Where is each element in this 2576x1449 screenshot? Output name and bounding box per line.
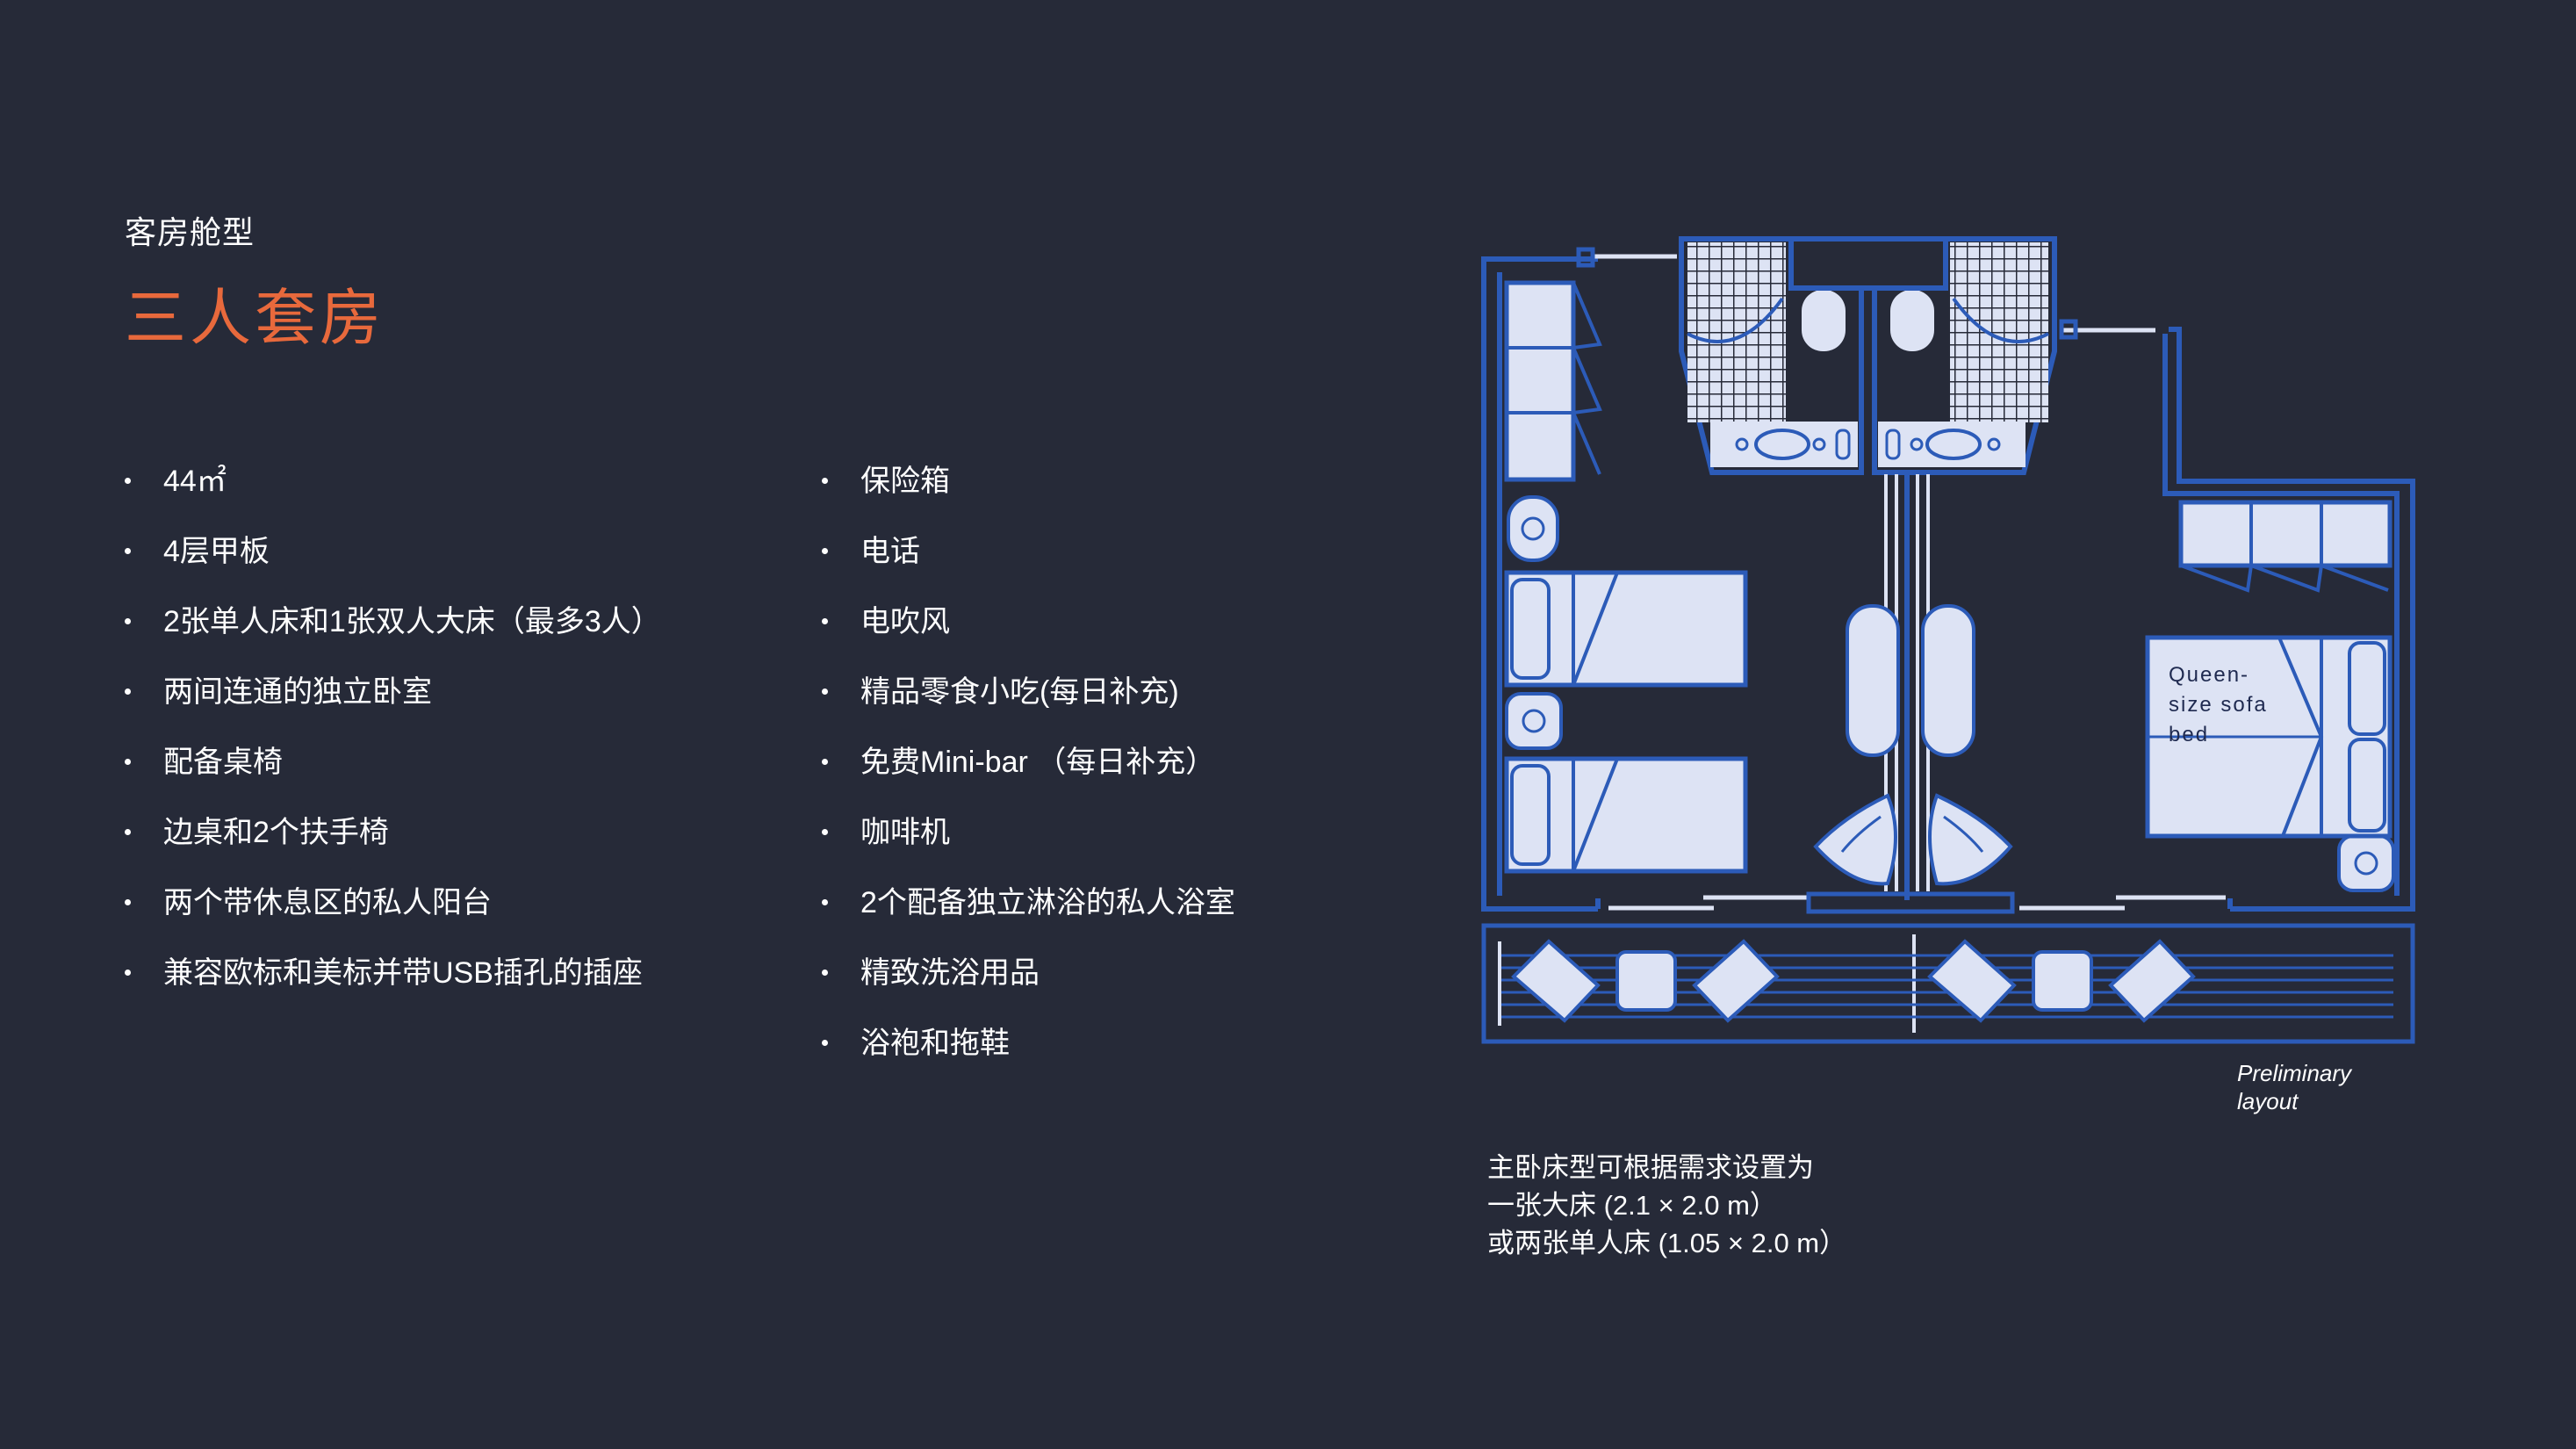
list-item: 免费Mini-bar （每日补充） [822, 738, 1235, 808]
list-item: 电吹风 [822, 597, 1235, 667]
floor-plan: Queen- size sofa bed [1481, 236, 2415, 1044]
bullet-icon [125, 478, 131, 484]
list-item: 浴袍和拖鞋 [822, 1019, 1235, 1089]
list-item: 配备桌椅 [125, 738, 661, 808]
bed-configuration-note: 主卧床型可根据需求设置为 一张大床 (2.1 × 2.0 m） 或两张单人床 (… [1487, 1152, 1847, 1258]
list-item: 2个配备独立淋浴的私人浴室 [822, 878, 1235, 948]
room-category-label: 客房舱型 [125, 214, 255, 250]
feature-list-right: 保险箱 电话 电吹风 精品零食小吃(每日补充) 免费Mini-bar （每日补充… [822, 457, 1235, 1089]
balcony-table [1615, 950, 2093, 1012]
list-item: 两间连通的独立卧室 [125, 667, 661, 738]
bullet-icon [125, 548, 131, 554]
bullet-icon [822, 759, 828, 765]
bullet-icon [822, 899, 828, 905]
list-item: 电话 [822, 527, 1235, 597]
entry-door-frames [1576, 247, 2078, 340]
plan-caption: Preliminary layout [2237, 1060, 2352, 1114]
page-title: 三人套房 [125, 284, 385, 352]
bullet-icon [822, 829, 828, 835]
list-item: 两个带休息区的私人阳台 [125, 878, 661, 948]
sofa-label-line: size sofa [2169, 693, 2268, 717]
sofa-label-line: bed [2169, 723, 2209, 746]
wardrobe [1504, 280, 1602, 482]
list-item: 边桌和2个扶手椅 [125, 808, 661, 878]
window-lines [1594, 254, 2226, 911]
list-item: 精致洗浴用品 [822, 948, 1235, 1019]
bullet-icon [822, 970, 828, 976]
list-item: 精品零食小吃(每日补充) [822, 667, 1235, 738]
exterior-wall [1481, 256, 2415, 912]
bullet-icon [822, 478, 828, 484]
bullet-icon [822, 688, 828, 695]
shared-wall-cavity [1788, 236, 1948, 291]
sofa-bed: Queen- size sofa bed [2145, 635, 2393, 839]
list-item: 咖啡机 [822, 808, 1235, 878]
single-bed [1504, 570, 1748, 688]
single-bed [1504, 756, 1748, 874]
armchair [1813, 793, 2013, 886]
feature-list-left: 44㎡ 4层甲板 2张单人床和1张双人大床（最多3人） 两间连通的独立卧室 配备… [125, 457, 661, 1019]
lamp-icon [1521, 516, 2378, 876]
bullet-icon [125, 899, 131, 905]
bullet-icon [822, 618, 828, 624]
threshold [1806, 891, 2015, 914]
list-item: 44㎡ [125, 457, 661, 527]
bullet-icon [125, 970, 131, 976]
bullet-icon [822, 548, 828, 554]
bullet-icon [125, 618, 131, 624]
balcony-chair [1511, 939, 2196, 1023]
list-item: 2张单人床和1张双人大床（最多3人） [125, 597, 661, 667]
list-item: 4层甲板 [125, 527, 661, 597]
list-item: 兼容欧标和美标并带USB插孔的插座 [125, 948, 661, 1019]
bullet-icon [822, 1040, 828, 1046]
bench [1846, 604, 1975, 757]
list-item: 保险箱 [822, 457, 1235, 527]
bullet-icon [125, 688, 131, 695]
wardrobe [2178, 500, 2393, 593]
sofa-label-line: Queen- [2169, 663, 2249, 687]
bullet-icon [125, 759, 131, 765]
bullet-icon [125, 829, 131, 835]
nightstand-lamp [1505, 495, 2395, 892]
